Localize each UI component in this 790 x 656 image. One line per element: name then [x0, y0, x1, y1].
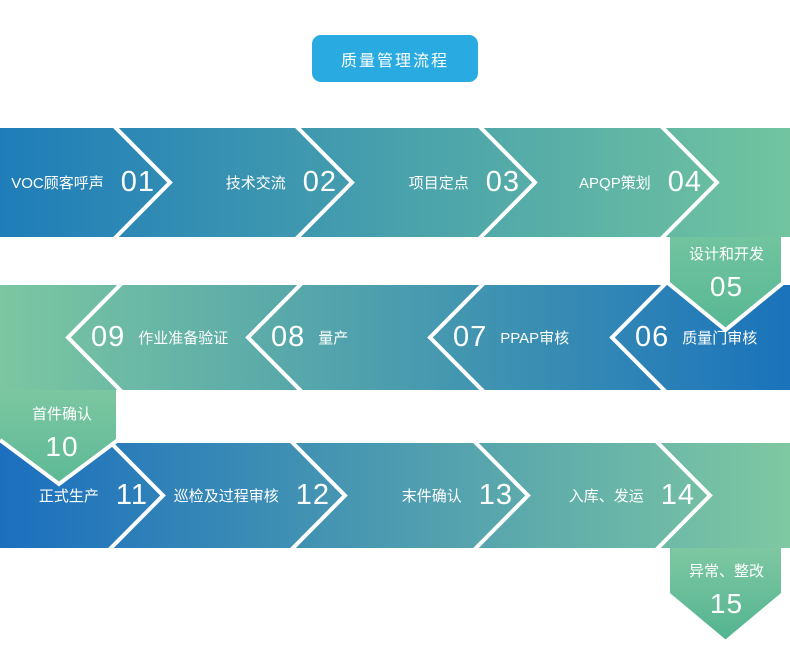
- process-row-3: 正式生产 11 巡检及过程审核 12 末件确认 13 入库、发运 14: [0, 443, 790, 548]
- step-number: 05: [709, 271, 744, 302]
- connector-down-arrow-15: [666, 548, 785, 645]
- step-number: 10: [45, 431, 79, 462]
- process-row-2: 09 作业准备验证 08 量产 07 PPAP审核 06 质量门审核: [0, 285, 790, 390]
- step-segment-03: 项目定点 03: [352, 128, 535, 237]
- process-row-1: VOC顾客呼声 01 技术交流 02 项目定点 03 APQP策划 04: [0, 128, 790, 237]
- step-label: VOC顾客呼声: [11, 175, 104, 192]
- step-number: 07: [453, 321, 488, 353]
- step-label: 巡检及过程审核: [173, 488, 279, 505]
- down-arrow-outline: [0, 390, 120, 487]
- down-arrow-outline: [666, 548, 785, 645]
- step-label: 技术交流: [225, 175, 286, 192]
- step-number: 08: [271, 321, 306, 353]
- step-number: 03: [485, 166, 520, 198]
- down-arrow-shape: [668, 548, 783, 642]
- step-number: 01: [120, 166, 155, 198]
- connector-down-arrow-05: [666, 237, 785, 333]
- step-label: 质量门审核: [682, 330, 758, 347]
- process-title-badge: 质量管理流程: [312, 35, 478, 82]
- step-segment-12: 巡检及过程审核 12: [163, 443, 345, 548]
- step-label: 正式生产: [38, 488, 99, 505]
- step-segment-08: 08 量产: [248, 285, 430, 390]
- step-label: 首件确认: [31, 406, 92, 423]
- step-segment-09: 09 作业准备验证: [68, 285, 248, 390]
- step-label: 项目定点: [408, 175, 469, 192]
- step-number: 15: [709, 588, 744, 619]
- process-title: 质量管理流程: [340, 52, 449, 70]
- step-label: 末件确认: [401, 488, 462, 505]
- connector-down-arrow-10: [0, 390, 120, 487]
- step-segment-14: 入库、发运 14: [528, 443, 710, 548]
- step-number: 14: [660, 479, 695, 511]
- step-number: 09: [91, 321, 126, 353]
- step-label: PPAP审核: [500, 330, 570, 347]
- step-label: 量产: [318, 330, 349, 347]
- connector-step-10: 首件确认 10: [0, 390, 124, 463]
- step-label: 异常、整改: [688, 563, 764, 580]
- step-segment-02: 技术交流 02: [170, 128, 352, 237]
- connector-step-05: 设计和开发 05: [664, 237, 789, 303]
- step-label: APQP策划: [579, 175, 651, 192]
- step-label: 设计和开发: [688, 246, 764, 263]
- step-segment-04: APQP策划 04: [535, 128, 717, 237]
- step-label: 入库、发运: [568, 488, 644, 505]
- step-number: 04: [667, 166, 702, 198]
- step-segment-07: 07 PPAP审核: [430, 285, 612, 390]
- connector-step-15: 异常、整改 15: [664, 548, 789, 620]
- step-number: 12: [295, 479, 330, 511]
- step-label: 作业准备验证: [138, 330, 229, 347]
- down-arrow-shape: [668, 237, 783, 330]
- step-segment-13: 末件确认 13: [345, 443, 528, 548]
- step-segment-01: VOC顾客呼声 01: [0, 128, 170, 237]
- step-number: 02: [302, 166, 337, 198]
- step-number: 13: [478, 479, 513, 511]
- down-arrow-outline: [666, 237, 785, 333]
